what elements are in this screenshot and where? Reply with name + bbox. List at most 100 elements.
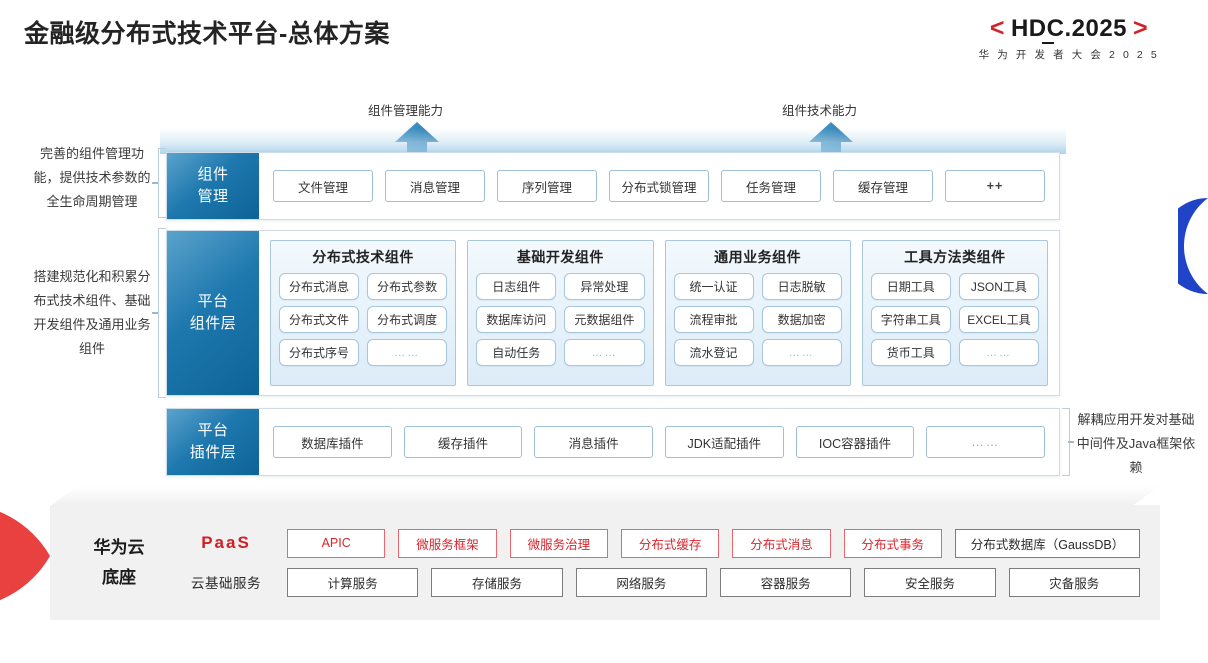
hdc-logo-main: < HDC.2025 > bbox=[944, 14, 1194, 44]
component-group-title: 基础开发组件 bbox=[516, 249, 604, 265]
chip-item[interactable]: 消息管理 bbox=[385, 170, 485, 202]
component-group-title: 通用业务组件 bbox=[714, 249, 802, 265]
component-group: 分布式技术组件分布式消息分布式参数分布式文件分布式调度分布式序号 …… bbox=[270, 240, 457, 386]
chip-item[interactable]: …… bbox=[926, 426, 1046, 458]
row-label-component-management: 组件 管理 bbox=[167, 153, 259, 219]
component-group-title: 工具方法类组件 bbox=[904, 249, 1006, 265]
component-group-grid: 日期工具 JSON工具字符串工具 EXCEL工具货币工具 …… bbox=[870, 273, 1039, 366]
component-chip[interactable]: 自动任务 bbox=[476, 339, 557, 366]
chip-item[interactable]: ++ bbox=[945, 170, 1045, 202]
cloud-service-chip[interactable]: 存储服务 bbox=[431, 567, 563, 597]
bracket-left-bottom bbox=[158, 228, 166, 398]
chip-item[interactable]: JDK适配插件 bbox=[665, 426, 784, 458]
chip-item[interactable]: 数据库插件 bbox=[273, 426, 392, 458]
base-bevel bbox=[50, 486, 1160, 506]
chip-item[interactable]: 文件管理 bbox=[273, 170, 373, 202]
paas-service-chip[interactable]: 微服务治理 bbox=[509, 528, 608, 558]
chip-item[interactable]: 缓存管理 bbox=[833, 170, 933, 202]
component-chip[interactable]: 分布式参数 bbox=[367, 273, 448, 300]
cloud-service-chip[interactable]: 计算服务 bbox=[287, 567, 419, 597]
component-group-grid: 分布式消息分布式参数分布式文件分布式调度分布式序号 …… bbox=[279, 273, 448, 366]
component-chip[interactable]: 流程审批 bbox=[673, 306, 754, 333]
component-chip[interactable]: 数据库访问 bbox=[476, 306, 557, 333]
chip-item[interactable]: 序列管理 bbox=[497, 170, 597, 202]
row-body-component-management: 文件管理消息管理序列管理分布式锁管理任务管理缓存管理 ++ bbox=[259, 153, 1059, 219]
chip-list-paas: APIC 微服务框架微服务治理分布式缓存分布式消息分布式事务分布式数据库（Gaus… bbox=[287, 528, 1140, 558]
component-chip[interactable]: 分布式文件 bbox=[279, 306, 360, 333]
component-chip[interactable]: …… bbox=[367, 339, 448, 366]
component-chip[interactable]: 统一认证 bbox=[673, 273, 754, 300]
component-chip[interactable]: 日期工具 bbox=[870, 273, 951, 300]
side-note-component-management: 完善的组件管理功能，提供技术参数的全生命周期管理 bbox=[33, 146, 151, 209]
component-chip[interactable]: …… bbox=[564, 339, 645, 366]
bracket-left-top bbox=[158, 148, 166, 218]
component-chip[interactable]: 分布式调度 bbox=[367, 306, 448, 333]
chip-item[interactable]: 缓存插件 bbox=[403, 426, 523, 458]
row-label-platform-component-layer: 平台 组件层 bbox=[167, 231, 259, 395]
hdc-logo-text-a: HDC bbox=[1010, 14, 1065, 42]
paas-service-chip[interactable]: 分布式缓存 bbox=[620, 528, 720, 558]
base-title: 华为云 底座 bbox=[93, 537, 145, 587]
cloud-service-chip[interactable]: 安全服务 bbox=[864, 567, 996, 597]
component-group: 工具方法类组件日期工具 JSON工具字符串工具 EXCEL工具货币工具 …… bbox=[861, 240, 1048, 386]
component-chip[interactable]: …… bbox=[958, 339, 1039, 366]
angle-bracket-left-icon: < bbox=[989, 14, 1005, 42]
bracket-tick-bottom bbox=[152, 312, 158, 314]
cloud-service-chip[interactable]: 网络服务 bbox=[575, 567, 707, 597]
component-chip[interactable]: 分布式序号 bbox=[279, 339, 360, 366]
hdc-logo-subtitle: 华 为 开 发 者 大 会 2 0 2 5 bbox=[978, 49, 1160, 61]
row-body-platform-component-layer: 分布式技术组件分布式消息分布式参数分布式文件分布式调度分布式序号……基础开发组件… bbox=[259, 231, 1059, 395]
side-note-decoupling: 解耦应用开发对基础中间件及Java框架依赖 bbox=[1076, 412, 1196, 475]
component-chip[interactable]: 货币工具 bbox=[870, 339, 951, 366]
side-note-platform-components: 搭建规范化和积累分布式技术组件、基础开发组件及通用业务组件 bbox=[33, 269, 151, 356]
cloud-services-label: 云基础服务 bbox=[191, 576, 261, 591]
component-chip[interactable]: 元数据组件 bbox=[564, 306, 645, 333]
component-chip[interactable]: 分布式消息 bbox=[279, 273, 360, 300]
row-platform-plugin-layer: 平台 插件层 数据库插件缓存插件消息插件 JDK适配插件 IOC容器插件 …… bbox=[166, 408, 1060, 476]
group-list-platform-components: 分布式技术组件分布式消息分布式参数分布式文件分布式调度分布式序号……基础开发组件… bbox=[259, 231, 1059, 395]
base-row-cloud: 云基础服务 计算服务存储服务网络服务容器服务安全服务灾备服务 bbox=[178, 567, 1140, 597]
row-body-platform-plugin-layer: 数据库插件缓存插件消息插件 JDK适配插件 IOC容器插件 …… bbox=[259, 409, 1059, 475]
component-chip[interactable]: …… bbox=[761, 339, 842, 366]
paas-service-chip[interactable]: 分布式消息 bbox=[732, 528, 831, 558]
component-group-title: 分布式技术组件 bbox=[312, 249, 414, 265]
component-chip[interactable]: JSON工具 bbox=[958, 273, 1039, 300]
row-component-management: 组件 管理 文件管理消息管理序列管理分布式锁管理任务管理缓存管理 ++ bbox=[166, 152, 1060, 220]
chip-list-plugin-layer: 数据库插件缓存插件消息插件 JDK适配插件 IOC容器插件 …… bbox=[259, 426, 1059, 458]
arrow-label-component-technology: 组件技术能力 bbox=[782, 104, 858, 118]
component-group: 通用业务组件统一认证日志脱敏流程审批数据加密流水登记 …… bbox=[664, 240, 851, 386]
base-row-paas: PaaS APIC 微服务框架微服务治理分布式缓存分布式消息分布式事务分布式数据库… bbox=[178, 528, 1140, 558]
component-chip[interactable]: 日志脱敏 bbox=[761, 273, 842, 300]
chip-item[interactable]: IOC容器插件 bbox=[795, 426, 915, 458]
panel-glow-band bbox=[160, 128, 1066, 154]
component-chip[interactable]: 字符串工具 bbox=[870, 306, 951, 333]
component-group-grid: 日志组件异常处理数据库访问元数据组件自动任务 …… bbox=[476, 273, 645, 366]
row-label-platform-plugin-layer: 平台 插件层 bbox=[167, 409, 259, 475]
paas-service-chip[interactable]: 分布式数据库（GaussDB） bbox=[954, 528, 1140, 558]
component-group: 基础开发组件日志组件异常处理数据库访问元数据组件自动任务 …… bbox=[467, 240, 654, 386]
blue-lens-decoration bbox=[1178, 198, 1208, 294]
component-chip[interactable]: EXCEL工具 bbox=[958, 306, 1039, 333]
component-chip[interactable]: 数据加密 bbox=[761, 306, 842, 333]
component-chip[interactable]: 异常处理 bbox=[564, 273, 645, 300]
arrow-label-component-management: 组件管理能力 bbox=[368, 104, 444, 118]
component-chip[interactable]: 日志组件 bbox=[476, 273, 557, 300]
bracket-tick-top bbox=[152, 182, 158, 184]
component-chip[interactable]: 流水登记 bbox=[673, 339, 754, 366]
bracket-tick-right bbox=[1068, 441, 1074, 443]
angle-bracket-right-icon: > bbox=[1133, 14, 1149, 42]
cloud-service-chip[interactable]: 灾备服务 bbox=[1008, 567, 1140, 597]
hdc-logo: < HDC.2025 > 华 为 开 发 者 大 会 2 0 2 5 bbox=[944, 14, 1194, 62]
chip-list-cloud-services: 计算服务存储服务网络服务容器服务安全服务灾备服务 bbox=[287, 567, 1140, 597]
chip-list-component-management: 文件管理消息管理序列管理分布式锁管理任务管理缓存管理 ++ bbox=[259, 170, 1059, 202]
chip-item[interactable]: 分布式锁管理 bbox=[609, 170, 709, 202]
paas-service-chip[interactable]: 分布式事务 bbox=[843, 528, 942, 558]
paas-service-chip[interactable]: 微服务框架 bbox=[398, 528, 497, 558]
chip-item[interactable]: 任务管理 bbox=[721, 170, 821, 202]
paas-service-chip[interactable]: APIC bbox=[287, 528, 386, 558]
cloud-service-chip[interactable]: 容器服务 bbox=[719, 567, 852, 597]
chip-item[interactable]: 消息插件 bbox=[534, 426, 654, 458]
paas-label: PaaS bbox=[201, 533, 251, 552]
hdc-logo-text-b: .2025 bbox=[1064, 14, 1128, 42]
